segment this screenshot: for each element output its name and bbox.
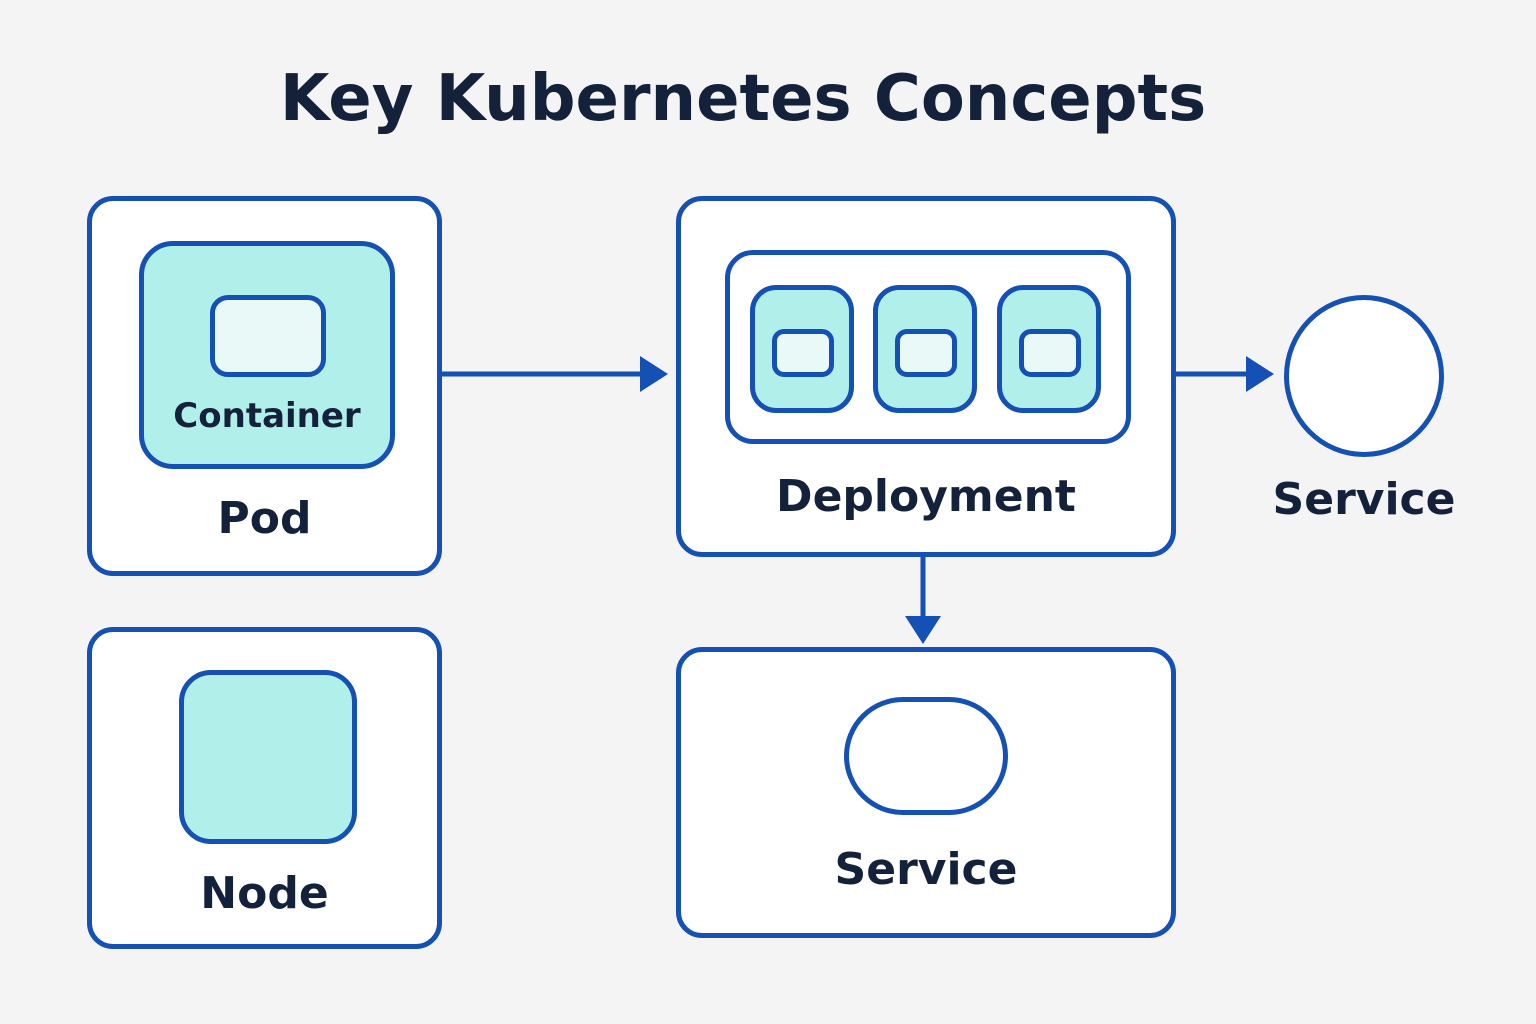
- service-box-label: Service: [834, 844, 1018, 895]
- node-box: Node: [87, 627, 442, 949]
- diagram-title: Key Kubernetes Concepts: [279, 62, 1207, 136]
- replica-container-icon-1: [772, 329, 834, 377]
- replica-container-icon-3: [1019, 329, 1081, 377]
- container-box: Container: [139, 241, 395, 469]
- arrow-deployment-to-service-circle: [1176, 356, 1274, 392]
- replicaset-box: [725, 250, 1131, 444]
- arrow-deployment-to-service-box: [905, 557, 941, 644]
- deployment-label: Deployment: [776, 471, 1076, 522]
- node-icon: [179, 670, 357, 844]
- service-circle: [1284, 295, 1444, 457]
- arrow-pod-to-deployment: [442, 356, 668, 392]
- replica-pod-3: [997, 285, 1101, 413]
- service-circle-label: Service: [1272, 474, 1456, 525]
- pod-box: Container Pod: [87, 196, 442, 576]
- deployment-box: Deployment: [676, 196, 1176, 557]
- node-label: Node: [200, 868, 329, 919]
- container-icon: [210, 295, 326, 377]
- replica-container-icon-2: [895, 329, 957, 377]
- service-box: Service: [676, 647, 1176, 938]
- service-box-icon: [844, 697, 1008, 815]
- replica-pod-2: [873, 285, 977, 413]
- container-label: Container: [173, 396, 361, 436]
- pod-label: Pod: [217, 493, 312, 544]
- replica-pod-1: [750, 285, 854, 413]
